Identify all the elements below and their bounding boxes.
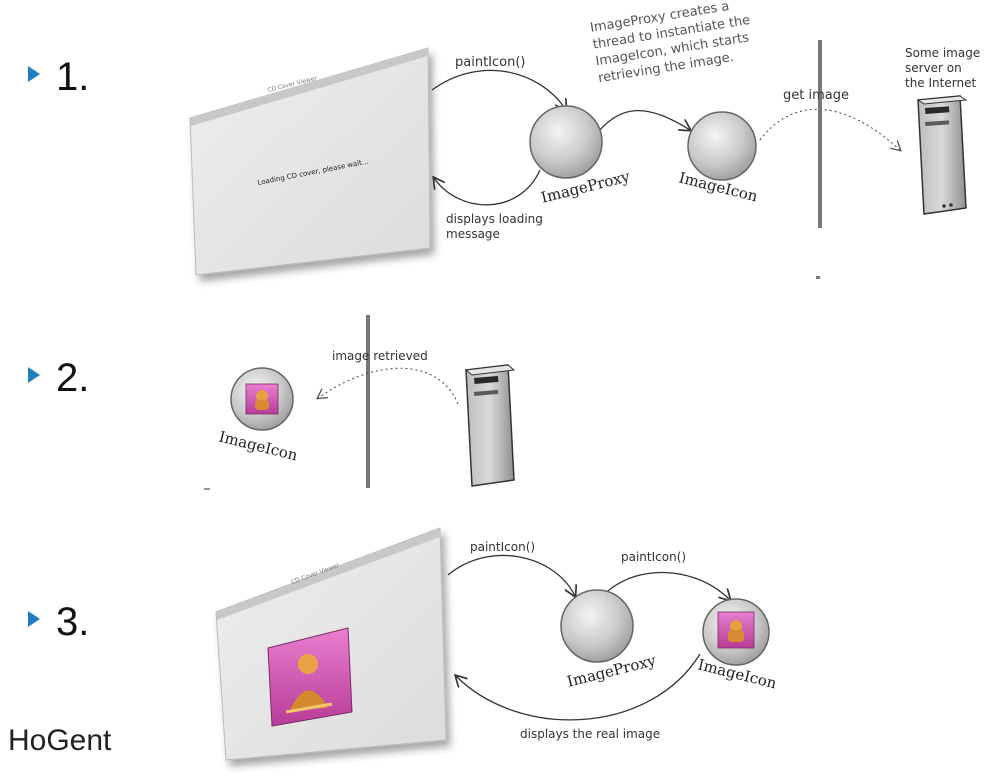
step-1-label: 1. <box>56 55 90 99</box>
image-retrieved-arrow <box>318 367 459 405</box>
server-icon <box>464 364 516 487</box>
image-icon-sphere <box>687 111 757 181</box>
step-2-label: 2. <box>56 356 90 400</box>
paint-icon-arrow <box>431 69 566 110</box>
paint-icon-label-3a: paintIcon() <box>470 540 536 554</box>
cd-cover-image <box>267 627 353 727</box>
instantiate-arrow <box>591 109 690 141</box>
paint-icon-arrow-3 <box>447 554 575 596</box>
displays-real-image-label: displays the real image <box>520 727 661 741</box>
loading-message-label: displays loading message <box>446 212 543 241</box>
server-description: Some image server on the Internet <box>905 46 981 90</box>
image-retrieved-label: image retrieved <box>332 349 428 363</box>
image-proxy-sphere-3 <box>560 589 634 663</box>
get-image-label: get image <box>783 88 849 103</box>
loading-message-arrow <box>434 169 541 206</box>
bullet-triangle-icon <box>28 367 40 384</box>
bullet-triangle-icon <box>28 611 40 628</box>
step-1-marker: 1. <box>28 55 89 100</box>
paint-icon-label: paintIcon() <box>455 55 526 70</box>
image-proxy-sphere <box>529 105 603 179</box>
step-3-marker: 3. <box>28 600 89 645</box>
hogent-logo: HoGent <box>8 724 112 757</box>
server-icon <box>916 95 968 215</box>
loading-window <box>189 47 431 276</box>
displays-real-arrow <box>456 653 701 721</box>
step-2-marker: 2. <box>28 356 89 401</box>
paint-icon-label-3b: paintIcon() <box>621 550 687 564</box>
bullet-triangle-icon <box>28 66 40 83</box>
step-3-label: 3. <box>56 600 90 644</box>
get-image-arrow <box>759 108 900 150</box>
